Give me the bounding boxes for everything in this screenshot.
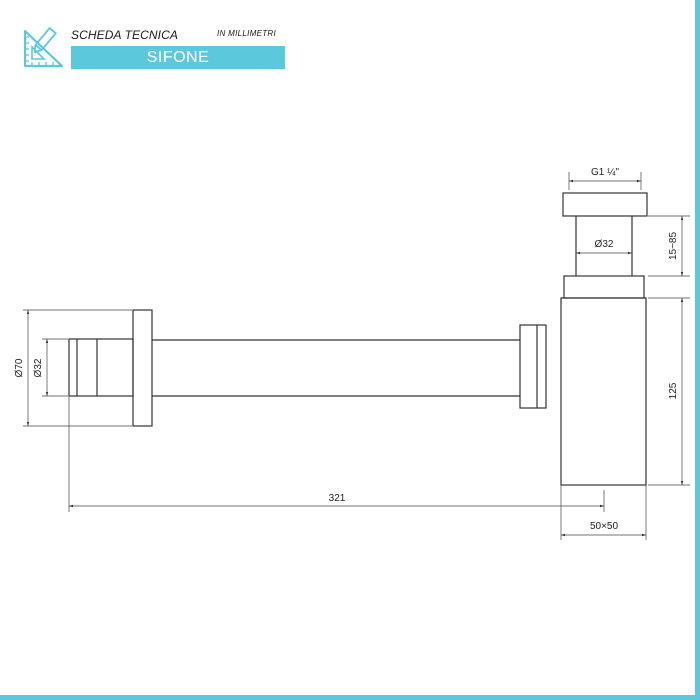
top-collar <box>563 275 645 299</box>
dim-vertical-pipe-diameter: Ø32 <box>595 239 614 250</box>
siphon-outline <box>68 192 648 486</box>
accent-border-right <box>695 0 700 700</box>
dim-height-adjust: 15~85 <box>668 232 679 261</box>
sheet-title: SCHEDA TECNICA <box>71 28 178 42</box>
collar-nut <box>519 324 547 409</box>
dim-length: 321 <box>329 493 346 504</box>
dim-body-height: 125 <box>668 382 679 399</box>
dimension-lines <box>23 172 690 540</box>
wall-flange <box>132 309 153 427</box>
accent-border-bottom <box>0 695 700 700</box>
dim-thread: G1 ¼" <box>591 166 619 178</box>
siphon-body <box>560 297 647 486</box>
dim-tube-diameter: Ø32 <box>33 358 44 377</box>
spec-header: SCHEDA TECNICA IN MILLIMETRI SIFONE <box>22 24 285 72</box>
product-name: SIFONE <box>71 46 285 69</box>
top-cap <box>562 192 648 217</box>
unit-note: IN MILLIMETRI <box>217 29 277 38</box>
wall-tube-end <box>68 338 134 397</box>
technical-drawing-icon <box>23 27 64 68</box>
dim-flange-diameter: Ø70 <box>14 358 25 377</box>
dim-body-section: 50×50 <box>590 521 619 532</box>
